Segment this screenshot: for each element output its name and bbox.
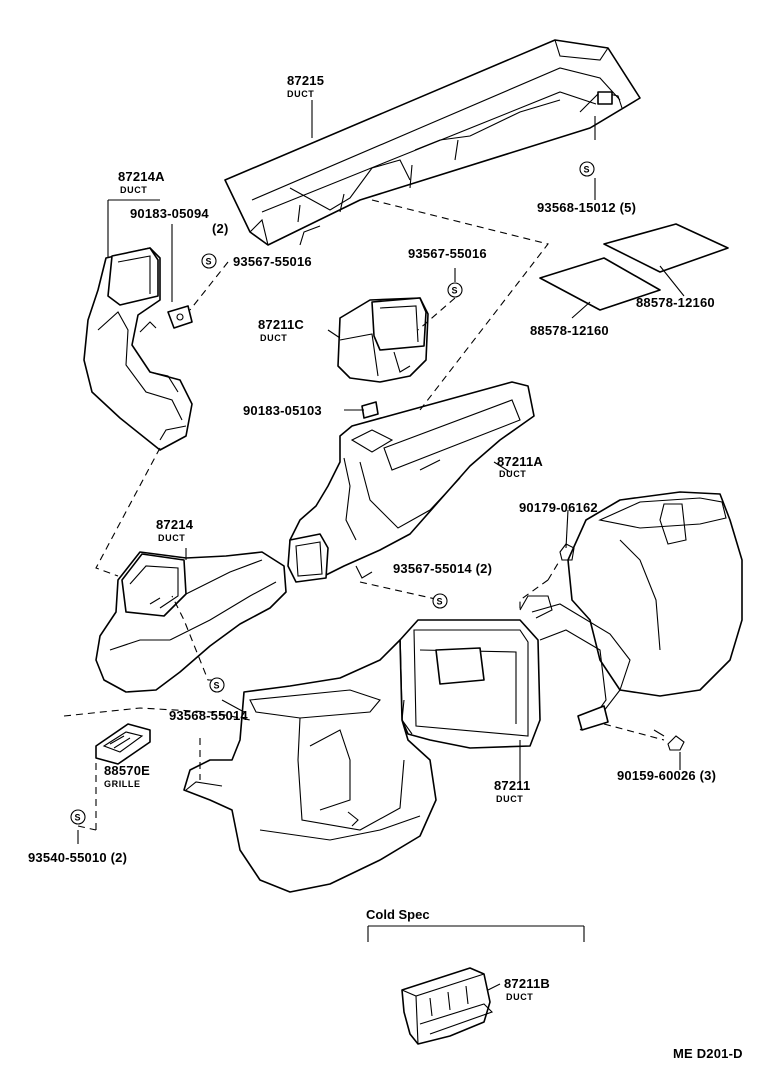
fastener-93567-55016-right: 93567-55016 (408, 246, 487, 261)
part-87211-drawing (183, 491, 743, 893)
label-87214A-name: DUCT (120, 185, 148, 195)
pads-drawing (539, 223, 729, 311)
symbol-s-6: S (70, 809, 86, 825)
symbol-s-3: S (447, 282, 463, 298)
label-87214-name: DUCT (158, 533, 186, 543)
figure-code: ME D201-D (673, 1046, 743, 1061)
svg-text:S: S (214, 681, 220, 691)
part-87211B-drawing (401, 967, 494, 1045)
label-87211-name: DUCT (496, 794, 524, 804)
label-87211C-number: 87211C (258, 317, 305, 332)
symbol-s-2: S (201, 253, 217, 269)
part-88570E-drawing (95, 723, 151, 765)
label-87215-number: 87215 (287, 73, 325, 88)
label-87211C-name: DUCT (260, 333, 288, 343)
fastener-88578-12160-a: 88578-12160 (636, 295, 715, 310)
fastener-88578-12160-b: 88578-12160 (530, 323, 609, 338)
part-87214A-drawing (83, 247, 193, 451)
fastener-93568-15012: 93568-15012 (5) (537, 200, 637, 215)
svg-text:S: S (206, 257, 212, 267)
fastener-90179-06162: 90179-06162 (519, 500, 598, 515)
part-87214-drawing (95, 551, 287, 693)
part-87215-drawing (224, 39, 641, 246)
section-label-cold-spec: Cold Spec (366, 907, 430, 922)
fastener-93568-55014: 93568-55014 (169, 708, 248, 723)
fastener-90183-05094: 90183-05094 (130, 206, 209, 221)
label-87211B-name: DUCT (506, 992, 534, 1002)
label-88570E-name: GRILLE (104, 779, 141, 789)
label-87214-number: 87214 (156, 517, 194, 532)
label-87211-number: 87211 (494, 778, 531, 793)
svg-text:S: S (437, 597, 443, 607)
part-87211A-drawing (287, 381, 535, 583)
svg-text:S: S (584, 165, 590, 175)
label-88570E-number: 88570E (104, 763, 151, 778)
label-87211A-name: DUCT (499, 469, 527, 479)
fastener-90183-05103: 90183-05103 (243, 403, 322, 418)
svg-text:S: S (75, 813, 81, 823)
fastener-93567-55014: 93567-55014 (2) (393, 561, 493, 576)
symbol-s-5: S (209, 677, 225, 693)
label-87211B-number: 87211B (504, 976, 551, 991)
svg-text:S: S (452, 286, 458, 296)
label-87215-name: DUCT (287, 89, 315, 99)
symbol-s-4: S (432, 593, 448, 609)
part-87211C-drawing (337, 297, 429, 419)
leader-lines (63, 100, 685, 991)
fastener-90159-60026: 90159-60026 (3) (617, 768, 717, 783)
fastener-93540-55010: 93540-55010 (2) (28, 850, 128, 865)
fastener-93567-55016-left: 93567-55016 (233, 254, 312, 269)
symbol-s-1: S (579, 161, 595, 177)
label-87214A-number: 87214A (118, 169, 165, 184)
fastener-90183-05094-qty: (2) (212, 221, 229, 236)
label-87211A-number: 87211A (497, 454, 544, 469)
